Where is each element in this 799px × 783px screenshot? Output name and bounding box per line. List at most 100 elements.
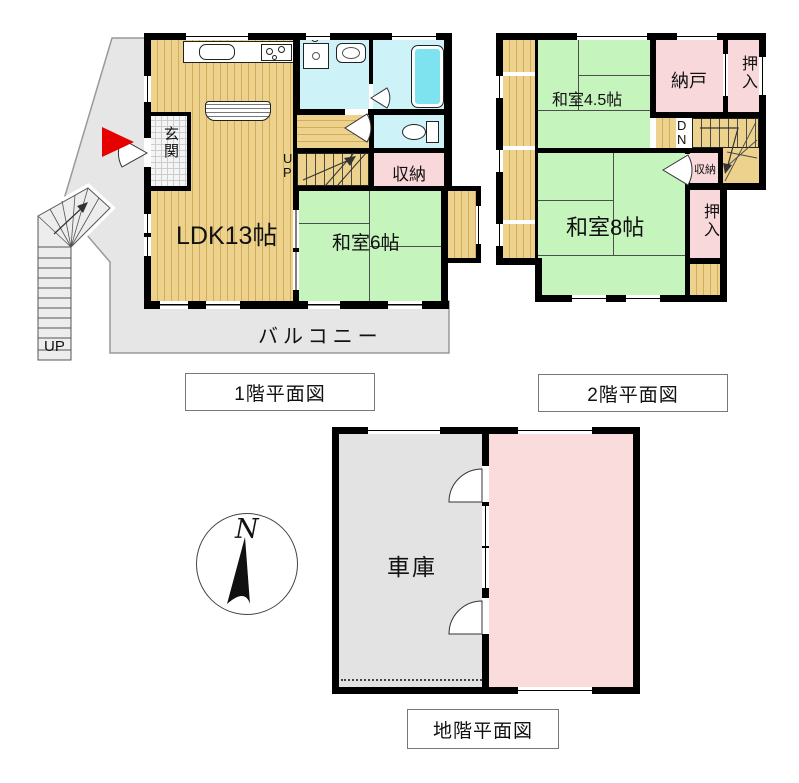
room-oshiire-side — [690, 190, 720, 258]
wall-segment — [718, 148, 723, 183]
stairs-winder-f2 — [723, 148, 759, 183]
caption-basement: 地階平面図 — [407, 709, 559, 749]
wall-segment — [650, 112, 766, 118]
room-label-storage-f2: 収納 — [694, 164, 716, 176]
window — [392, 33, 436, 40]
tatami-line — [538, 200, 613, 201]
window — [496, 224, 503, 246]
room-washitsu45 — [538, 40, 650, 148]
window — [572, 295, 606, 302]
door-opening — [144, 138, 151, 167]
balcony-label: バルコニー — [258, 326, 383, 348]
window — [144, 214, 151, 233]
wall-segment — [332, 427, 339, 694]
tatami-line — [578, 75, 650, 76]
stairs-up-f1 — [297, 153, 369, 186]
wall-segment — [293, 109, 444, 115]
wall-segment — [720, 183, 727, 302]
room-label-washitsu45: 和室4.5帖 — [552, 92, 623, 109]
room-oshiire-top — [728, 40, 759, 112]
veranda-divider — [503, 72, 535, 76]
veranda-divider — [503, 146, 535, 150]
wall-segment — [293, 115, 297, 191]
window — [144, 76, 151, 102]
stairs-down-f2 — [692, 118, 759, 148]
wall-segment — [685, 183, 723, 190]
wall-segment — [369, 40, 373, 84]
window — [482, 548, 489, 588]
caption-floor1-text: 1階平面図 — [234, 383, 326, 405]
sliding-door — [293, 252, 299, 290]
wall-segment — [293, 186, 481, 191]
wall-segment — [441, 186, 448, 309]
wall-segment — [146, 112, 191, 116]
wall-segment — [535, 40, 538, 258]
door-opening — [685, 154, 690, 182]
room-label-washitsu8: 和室8帖 — [566, 215, 645, 240]
compass — [196, 513, 298, 615]
room-genkan — [150, 116, 187, 186]
wall-segment — [293, 148, 444, 153]
door-opening — [345, 109, 368, 115]
room-washitsu8 — [538, 152, 685, 295]
room-label-ldk: LDK13帖 — [176, 222, 278, 250]
wall-segment — [685, 258, 723, 264]
caption-basement-text: 地階平面図 — [432, 720, 533, 742]
wall-segment — [650, 33, 656, 118]
window — [496, 76, 503, 98]
counter-shelf — [205, 101, 271, 121]
room-basement-room — [489, 434, 633, 687]
wall-segment — [496, 33, 503, 265]
compass-north-label: N — [235, 514, 259, 545]
wall-segment — [187, 112, 191, 191]
door-opening — [482, 598, 489, 634]
exterior-stairs-up-label: UP — [44, 338, 65, 355]
room-label-oshiire-side: 押入 — [701, 203, 718, 239]
window — [759, 57, 766, 95]
door-opening — [482, 466, 489, 502]
caption-floor2: 2階平面図 — [538, 374, 728, 412]
window — [206, 301, 240, 309]
wall-segment — [496, 258, 542, 265]
stairs-down-label: DN — [677, 118, 687, 148]
tatami-line — [369, 246, 441, 247]
window — [677, 33, 717, 40]
wall-segment — [444, 33, 452, 191]
tatami-line — [538, 110, 650, 111]
window — [388, 301, 422, 309]
window — [476, 206, 481, 244]
window — [160, 301, 188, 309]
toilet-tank — [426, 121, 439, 143]
stove-burner — [278, 46, 285, 53]
wall-segment — [448, 258, 481, 263]
window — [306, 33, 330, 40]
window — [577, 33, 647, 40]
window — [308, 301, 340, 309]
window — [518, 687, 592, 694]
room-label-washitsu6: 和室6帖 — [332, 233, 400, 254]
room-label-oshiire-top: 押入 — [739, 55, 756, 91]
washer-pan — [303, 43, 329, 69]
window — [496, 150, 503, 172]
veranda-f1 — [448, 191, 476, 258]
door-opening — [369, 84, 373, 109]
room-label-genkan: 玄関 — [162, 126, 179, 160]
sliding-door — [293, 210, 299, 248]
window — [482, 506, 489, 546]
garage-shutter — [341, 679, 482, 681]
veranda-divider — [503, 220, 535, 224]
toilet-bowl — [402, 124, 426, 140]
wall-segment — [293, 33, 300, 113]
wall-segment — [144, 33, 151, 309]
washer-drain — [312, 52, 320, 60]
caption-floor1: 1階平面図 — [185, 373, 375, 411]
wall-segment — [535, 258, 542, 302]
corridor-f2 — [656, 118, 676, 148]
exterior-stairs — [34, 183, 116, 364]
wall-segment — [538, 148, 723, 153]
wall-segment — [685, 148, 690, 295]
bathtub — [411, 45, 444, 108]
caption-floor2-text: 2階平面図 — [587, 384, 679, 406]
